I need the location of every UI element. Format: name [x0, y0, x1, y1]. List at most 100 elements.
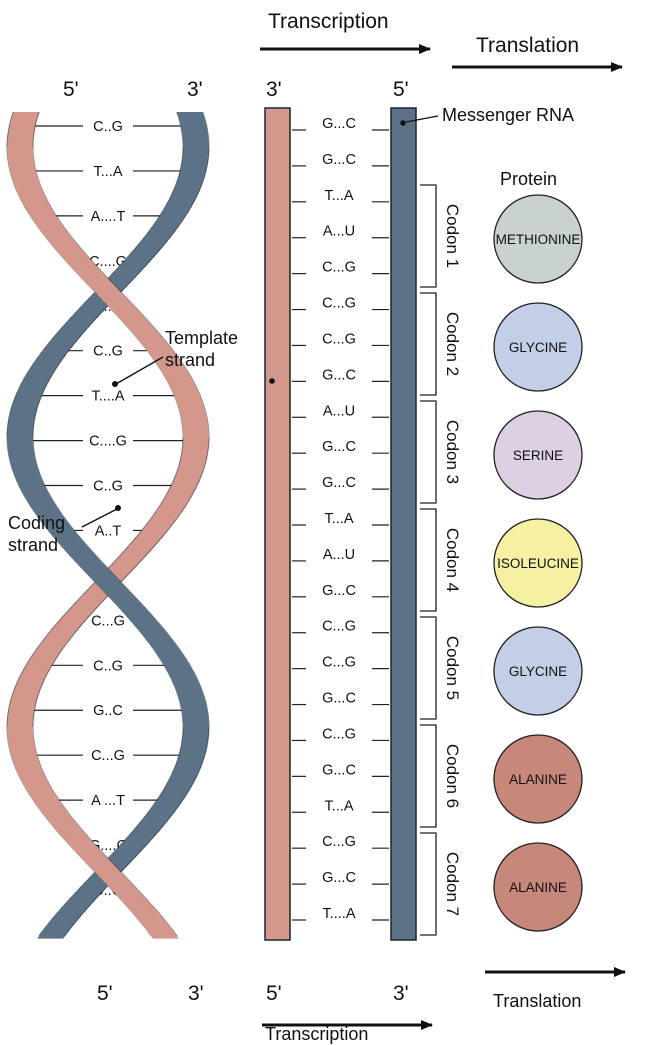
strand-base-pair: G...C — [322, 762, 356, 778]
template-ribbon-segment — [19, 777, 49, 783]
mrna-top-end: 5' — [393, 78, 409, 101]
coding-ribbon-segment — [155, 797, 185, 803]
template-ribbon-segment — [10, 752, 38, 758]
coding-ribbon-segment — [31, 362, 61, 368]
amino-acid-label: GLYCINE — [509, 340, 567, 355]
template-ribbon-segment — [104, 302, 136, 308]
coding-ribbon-segment — [123, 837, 154, 843]
template-ribbon-segment — [104, 567, 136, 573]
coding-ribbon-segment — [176, 757, 205, 763]
template-ribbon-segment — [76, 272, 107, 278]
coding-ribbon-segment — [178, 117, 206, 123]
coding-ribbon-segment — [182, 137, 209, 143]
template-ribbon-segment — [49, 627, 80, 633]
coding-ribbon-segment — [148, 807, 178, 813]
template-ribbon-segment — [127, 327, 158, 333]
helix-base-pair: C....G — [89, 434, 127, 450]
template-ribbon-segment — [8, 742, 36, 748]
template-ribbon-segment — [140, 342, 171, 348]
template-ribbon-segment — [53, 827, 85, 833]
template-ribbon-segment — [7, 142, 34, 148]
template-ribbon-segment — [11, 757, 40, 763]
template-ribbon-segment — [167, 487, 197, 493]
bottom-translation-label: Translation — [493, 991, 581, 1011]
coding-ribbon-segment — [49, 532, 80, 538]
template-ribbon-segment — [9, 702, 37, 708]
coding-ribbon-segment — [45, 342, 76, 348]
helix-base-pair: C....G — [89, 254, 127, 270]
template-ribbon-segment — [17, 772, 46, 778]
coding-ribbon-segment — [127, 832, 158, 838]
strand-base-pair: C...G — [322, 260, 356, 276]
template-ribbon-segment — [158, 502, 189, 508]
template-ribbon-segment — [66, 607, 98, 613]
coding-ribbon-segment — [127, 617, 158, 623]
template-ribbon-segment — [179, 412, 207, 418]
helix-base-pair: T...A — [93, 164, 122, 180]
template-ribbon-segment — [144, 522, 175, 528]
template-ribbon-segment — [174, 472, 203, 478]
coding-ribbon-segment — [99, 587, 131, 593]
coding-ribbon-segment — [90, 577, 121, 583]
template-ribbon-segment — [41, 637, 72, 643]
template-ribbon-segment — [104, 882, 136, 888]
coding-ribbon-segment — [179, 702, 207, 708]
template-ribbon-segment — [155, 507, 185, 513]
codon-bracket — [420, 508, 437, 612]
template-ribbon-segment — [49, 822, 80, 828]
helix-bottom-right-end: 3' — [188, 982, 204, 1005]
template-ribbon-segment — [95, 872, 126, 878]
helix-top-right-end: 3' — [187, 78, 203, 101]
template-ribbon-segment — [85, 282, 117, 288]
template-ribbon-segment — [34, 647, 65, 653]
template-strand-leader — [115, 356, 164, 385]
codon-label: Codon 1 — [443, 204, 462, 268]
template-ribbon-segment — [180, 417, 208, 423]
template-ribbon-segment — [151, 937, 179, 939]
coding-ribbon-segment — [182, 717, 209, 723]
coding-ribbon-segment — [76, 887, 107, 893]
coding-ribbon-segment — [167, 197, 197, 203]
template-ribbon-segment — [80, 857, 112, 863]
coding-ribbon-segment — [136, 822, 167, 828]
top-transcription-label: Transcription — [268, 10, 389, 33]
template-ribbon-edge — [32, 111, 210, 937]
codon-bracket — [420, 292, 437, 396]
template-ribbon-segment — [15, 187, 44, 193]
template-ribbon-segment — [176, 467, 205, 473]
coding-ribbon-segment — [181, 737, 209, 743]
template-ribbon-segment — [7, 732, 34, 738]
helix-base-pair: A....T — [91, 209, 126, 225]
coding-ribbon-segment — [53, 912, 85, 918]
coding-ribbon-segment — [151, 647, 182, 653]
template-ribbon-segment — [13, 762, 42, 768]
coding-ribbon-segment — [123, 612, 154, 618]
template-ribbon-segment — [8, 127, 36, 133]
coding-ribbon-segment — [179, 167, 207, 173]
template-ribbon-segment — [53, 622, 85, 628]
template-ribbon-segment — [15, 682, 44, 688]
coding-ribbon-segment — [19, 487, 49, 493]
template-ribbon-segment — [99, 297, 131, 303]
helix-top-left-end: 5' — [63, 78, 79, 101]
coding-ribbon-segment — [104, 592, 136, 598]
coding-ribbon-segment — [136, 627, 167, 633]
template-ribbon-segment — [123, 322, 154, 328]
template-ribbon-segment — [27, 657, 58, 663]
coding-ribbon-segment — [24, 372, 54, 378]
template-ribbon-segment — [85, 862, 117, 868]
coding-ribbon-segment — [80, 567, 112, 573]
coding-ribbon-segment — [118, 842, 150, 848]
helix-base-pair: G..C — [93, 703, 123, 719]
template-ribbon-segment — [24, 662, 54, 668]
amino-acid-circle — [493, 626, 583, 716]
template-ribbon-segment — [31, 652, 61, 658]
codon-bracket — [420, 400, 437, 504]
coding-ribbon-segment — [7, 427, 34, 433]
template-ribbon-segment — [80, 277, 112, 283]
coding-ribbon-segment — [182, 732, 209, 738]
coding-ribbon-segment — [53, 332, 85, 338]
